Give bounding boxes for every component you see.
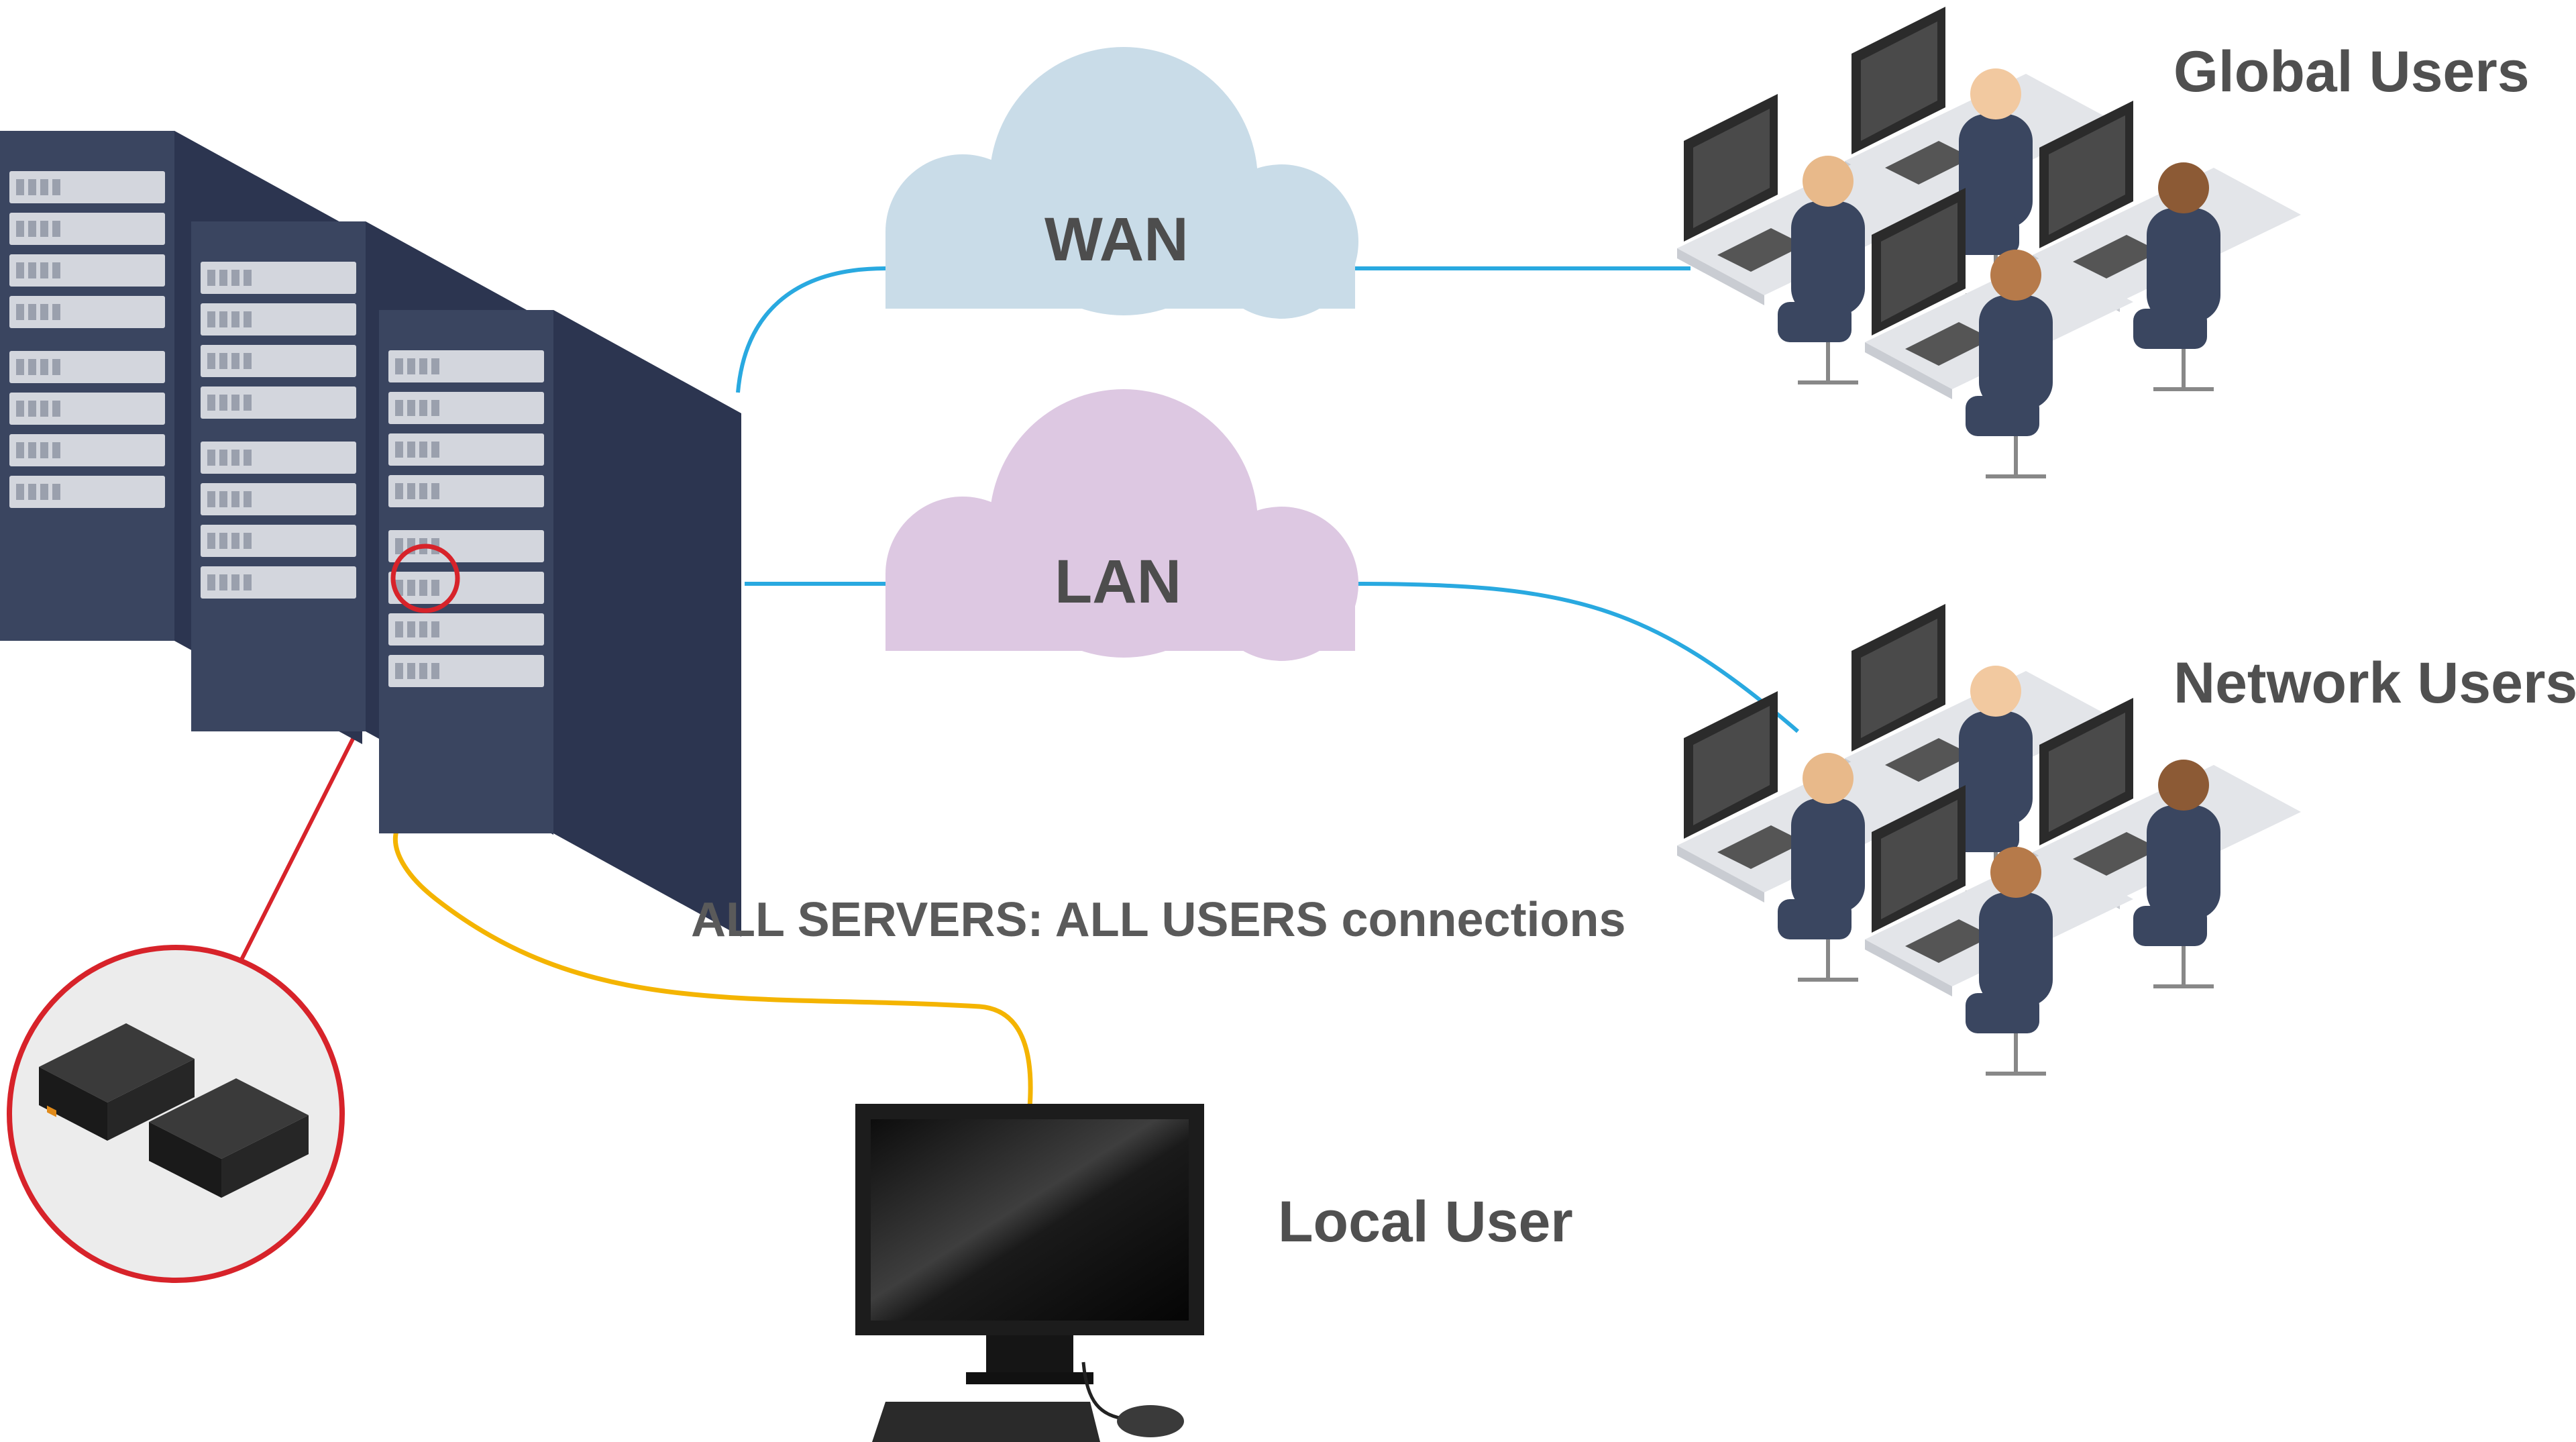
global-users-label: Global Users [2174, 40, 2530, 104]
kvm-extender-icon [149, 1078, 309, 1198]
workstation-icon [1677, 94, 1945, 384]
kvm-extender-icon [39, 1023, 195, 1141]
server-unit [388, 350, 544, 382]
server-unit [388, 613, 544, 646]
server-unit [201, 566, 356, 599]
wan-label: WAN [1044, 205, 1189, 274]
network-users-label: Network Users [2174, 651, 2576, 715]
server-unit [201, 303, 356, 336]
lan-label: LAN [1055, 548, 1182, 616]
server-unit [9, 393, 165, 425]
wan-link-servers [736, 266, 886, 393]
wan-cloud-icon [885, 47, 1358, 319]
mouse-icon [1117, 1405, 1184, 1437]
workstation-icon [1677, 691, 1945, 982]
workstation-icon [1865, 188, 2133, 478]
workstation-icon [2033, 101, 2301, 391]
local-user-label: Local User [1278, 1190, 1573, 1254]
workstation-icon [1845, 7, 2113, 297]
kvm-highlight-ring [390, 544, 460, 613]
global-users-workstations [1677, 7, 2301, 478]
server-unit [388, 433, 544, 466]
server-unit [201, 345, 356, 377]
kvm-extender-callout [7, 945, 345, 1283]
server-unit [9, 254, 165, 287]
server-unit [388, 655, 544, 687]
server-unit [388, 392, 544, 424]
workstation-icon [2033, 698, 2301, 988]
network-users-workstations [1677, 604, 2301, 1076]
server-rack-icon [379, 310, 741, 937]
server-unit [9, 434, 165, 466]
local-user-workstation [855, 1104, 1204, 1442]
server-unit [388, 572, 544, 604]
server-unit [201, 525, 356, 557]
server-unit [201, 483, 356, 515]
server-unit [388, 530, 544, 562]
server-unit [9, 171, 165, 203]
server-unit [9, 296, 165, 328]
server-unit [201, 442, 356, 474]
lan-cloud-icon [885, 389, 1358, 661]
server-unit [201, 262, 356, 294]
server-unit [9, 213, 165, 245]
lan-link-network-users [1354, 582, 1799, 733]
keyboard-icon [872, 1402, 1100, 1442]
connection-note: ALL SERVERS: ALL USERS connections [691, 893, 1626, 947]
local-user-link [392, 801, 1033, 1108]
workstation-icon [1865, 785, 2133, 1076]
monitor-icon [855, 1104, 1204, 1421]
server-unit [201, 387, 356, 419]
server-unit [9, 351, 165, 383]
server-racks [0, 131, 741, 937]
server-unit [9, 476, 165, 508]
server-unit [388, 475, 544, 507]
